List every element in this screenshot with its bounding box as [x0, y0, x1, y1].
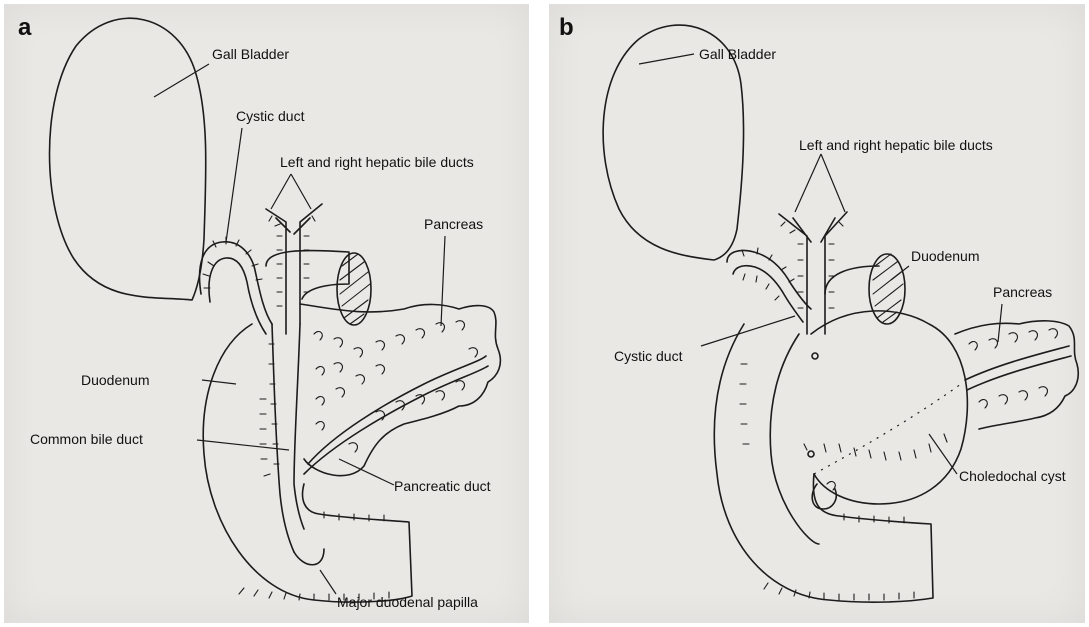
panel-a-drawing	[4, 4, 529, 623]
label-pancreatic-duct: Pancreatic duct	[394, 478, 491, 494]
label-gall-bladder: Gall Bladder	[699, 46, 776, 62]
pancreas-outline	[300, 304, 500, 476]
panel-b: b Gall Bladder Left and right hepatic bi…	[549, 4, 1085, 623]
choledochal-cyst-outline	[811, 311, 967, 504]
label-gall-bladder: Gall Bladder	[212, 46, 289, 62]
label-hepatic-ducts: Left and right hepatic bile ducts	[799, 137, 993, 153]
cystic-duct-outline	[200, 242, 272, 324]
panel-b-letter: b	[559, 16, 574, 40]
label-pancreas: Pancreas	[424, 216, 483, 232]
label-major-papilla: Major duodenal papilla	[337, 594, 478, 610]
label-cystic-duct: Cystic duct	[236, 108, 304, 124]
duodenum-cut-end	[337, 253, 371, 325]
gall-bladder-outline	[50, 18, 206, 300]
label-choledochal-cyst: Choledochal cyst	[959, 468, 1066, 484]
pancreas-outline	[955, 321, 1078, 429]
hepatic-ducts-outline	[779, 212, 847, 334]
panel-b-drawing	[549, 4, 1085, 623]
label-hepatic-ducts: Left and right hepatic bile ducts	[280, 154, 474, 170]
label-duodenum: Duodenum	[81, 372, 150, 388]
cystic-duct-inner	[209, 258, 266, 334]
label-duodenum: Duodenum	[911, 248, 980, 264]
common-bile-duct-outline	[272, 324, 304, 552]
hepatic-ducts-outline	[266, 204, 322, 334]
label-pancreas: Pancreas	[993, 284, 1052, 300]
label-cystic-duct: Cystic duct	[614, 348, 682, 364]
panel-a-letter: a	[18, 16, 31, 40]
panel-a: a Gall Bladder Cystic duct Left and righ…	[4, 4, 529, 623]
label-common-bile-duct: Common bile duct	[30, 431, 143, 447]
